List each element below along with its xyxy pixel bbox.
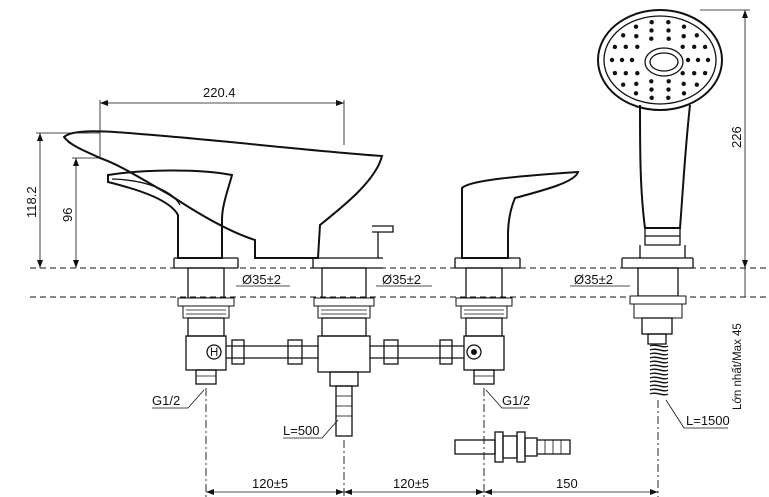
hot-label: H — [210, 347, 218, 359]
hose-coil — [649, 364, 669, 368]
label-hose-shower: L=1500 — [686, 413, 730, 428]
nozzle-dot — [666, 79, 671, 84]
leader-thread-left — [152, 389, 205, 409]
nozzle-dot — [629, 57, 635, 63]
hose-coil — [649, 348, 669, 352]
label-spacing-2: 120±5 — [393, 476, 429, 491]
nozzle-dot — [623, 44, 628, 49]
label-handle-height: 96 — [60, 208, 75, 222]
nozzle-dot — [685, 57, 691, 63]
shower-hose — [649, 344, 669, 396]
label-dia-left: Ø35±2 — [242, 272, 281, 287]
cold-handle — [454, 170, 580, 269]
dim-shower-height — [700, 9, 750, 268]
nozzle-dot — [702, 44, 708, 50]
nozzle-dot — [694, 33, 699, 38]
hose-coil — [649, 352, 669, 356]
label-shower-height: 226 — [729, 126, 744, 148]
nozzle-dot — [681, 91, 687, 96]
nozzle-dot — [649, 36, 654, 41]
left-shank — [177, 267, 235, 385]
label-hose-mid: L=500 — [283, 423, 320, 438]
nozzle-dot — [649, 95, 654, 101]
nozzle-dot — [623, 71, 628, 76]
nozzle-dot — [649, 28, 654, 33]
hose-coil — [649, 344, 669, 348]
shower-nozzle-dots — [609, 20, 711, 101]
nozzle-dot — [692, 71, 697, 76]
nozzle-dot — [621, 33, 626, 38]
nozzle-dot — [681, 24, 687, 29]
label-total-height: 118.2 — [24, 186, 39, 218]
dim-spout-length — [99, 100, 345, 158]
leader-hose-mid — [283, 419, 339, 439]
label-thread-left: G1/2 — [152, 393, 180, 408]
nozzle-dot — [609, 57, 615, 63]
nozzle-dot — [633, 91, 639, 96]
nozzle-dot — [649, 79, 654, 84]
nozzle-dot — [633, 24, 639, 29]
label-spout-length: 220.4 — [203, 85, 236, 100]
hand-shower — [597, 9, 723, 269]
nozzle-dot — [681, 81, 686, 87]
nozzle-dot — [634, 34, 639, 39]
nozzle-dot — [680, 44, 685, 49]
label-dia-middle: Ø35±2 — [382, 272, 421, 287]
nozzle-dot — [666, 20, 671, 25]
spout — [62, 130, 394, 269]
right-shank — [455, 267, 513, 385]
nozzle-dot — [649, 87, 654, 92]
nozzle-dot — [692, 44, 697, 49]
nozzle-dot — [705, 57, 711, 63]
nozzle-dot — [666, 36, 671, 41]
hose-coil — [649, 384, 669, 388]
label-thread-right: G1/2 — [502, 393, 530, 408]
nozzle-dot — [680, 71, 685, 76]
nozzle-dot — [649, 20, 654, 25]
nozzle-dot — [612, 70, 618, 76]
hose-coil — [649, 392, 669, 396]
hose-coil — [649, 372, 669, 376]
hose-coil — [649, 360, 669, 364]
nozzle-dot — [612, 44, 618, 50]
nozzle-dot — [666, 87, 671, 92]
hose-coil — [649, 380, 669, 384]
hose-coil — [649, 388, 669, 392]
hose-fitting — [454, 431, 571, 463]
hose-coil — [649, 356, 669, 360]
leader-hose-shower — [665, 399, 728, 429]
hot-valve-marker: H — [206, 344, 222, 360]
leader-thread-right — [485, 389, 528, 409]
nozzle-dot — [681, 34, 686, 39]
connecting-pipes — [226, 339, 464, 365]
middle-shank — [313, 267, 375, 437]
nozzle-dot — [634, 81, 639, 87]
nozzle-dot — [694, 82, 699, 87]
label-dia-shower: Ø35±2 — [574, 272, 613, 287]
nozzle-dot — [695, 57, 701, 63]
label-spacing-3: 150 — [556, 476, 578, 491]
dim-handle-height — [72, 157, 100, 268]
hot-handle — [107, 169, 239, 269]
label-deck-thickness: Lớn nhất/Max 45 — [732, 323, 744, 410]
dim-total-height — [36, 132, 100, 268]
nozzle-dot — [635, 44, 640, 49]
label-spacing-1: 120±5 — [252, 476, 288, 491]
hose-coil — [649, 368, 669, 372]
nozzle-dot — [621, 82, 626, 87]
shower-shank — [629, 267, 687, 345]
cold-valve-marker — [466, 344, 482, 360]
nozzle-dot — [666, 95, 671, 101]
nozzle-dot — [619, 57, 625, 63]
hose-coil — [649, 376, 669, 380]
nozzle-dot — [635, 71, 640, 76]
dim-spacings — [206, 489, 658, 495]
nozzle-dot — [666, 28, 671, 33]
nozzle-dot — [702, 70, 708, 76]
